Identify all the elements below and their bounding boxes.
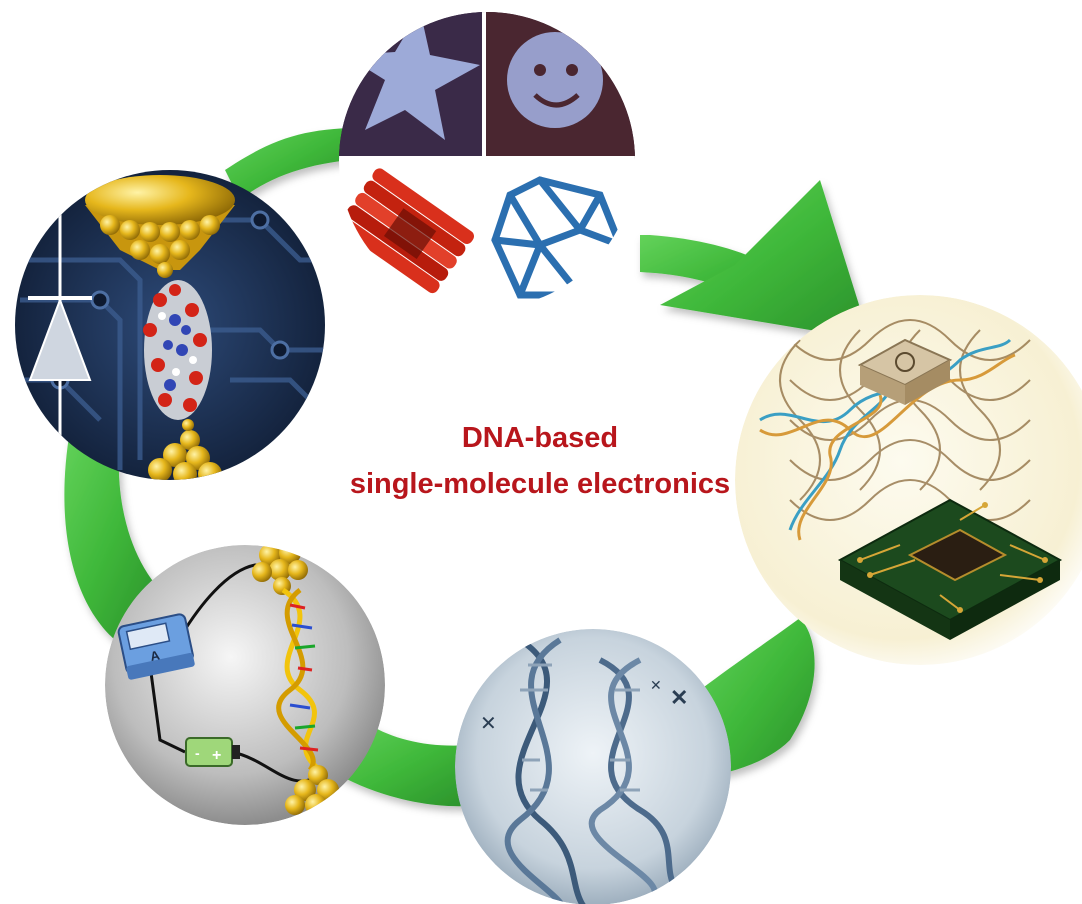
battery-icon: - + (185, 737, 240, 767)
arrow-lower-left (64, 430, 160, 640)
ammeter-icon: A (117, 613, 195, 680)
dna-helix-icon (276, 587, 322, 772)
diagram-title-line-2: single-molecule electronics (349, 468, 731, 500)
smiley-origami-icon (507, 32, 603, 128)
molecular-chip-icon (857, 338, 953, 405)
circuit-board-icon (837, 498, 1063, 640)
arrow-tail (700, 618, 815, 775)
star-origami-icon (345, 12, 480, 140)
arrow-head (660, 180, 870, 340)
gold-electrode-bottom (148, 419, 222, 480)
svg-text:✕: ✕ (480, 713, 497, 735)
nanoelectronics-panel (735, 295, 1082, 665)
dna-helix-panel: ✕ ✕ ✕ (455, 629, 731, 904)
battery-minus-label: - (195, 745, 200, 761)
arrow-left-arc (225, 128, 350, 200)
gold-electrode-top (85, 175, 235, 278)
svg-text:✕: ✕ (650, 677, 662, 693)
dna-bundle-icon (339, 168, 475, 294)
diode-icon (28, 190, 92, 470)
ammeter-label: A (149, 647, 162, 664)
svg-text:✕: ✕ (670, 685, 688, 710)
molecular-junction-panel (15, 170, 325, 480)
diagram-title-line-1: DNA-based (461, 422, 619, 454)
chromosome-icons: ✕ ✕ ✕ (480, 677, 688, 735)
battery-plus-label: + (212, 747, 221, 764)
dna-origami-panel (339, 12, 635, 308)
dna-molecule-icon (143, 280, 212, 420)
conductance-measurement-panel: A - + (105, 545, 385, 825)
